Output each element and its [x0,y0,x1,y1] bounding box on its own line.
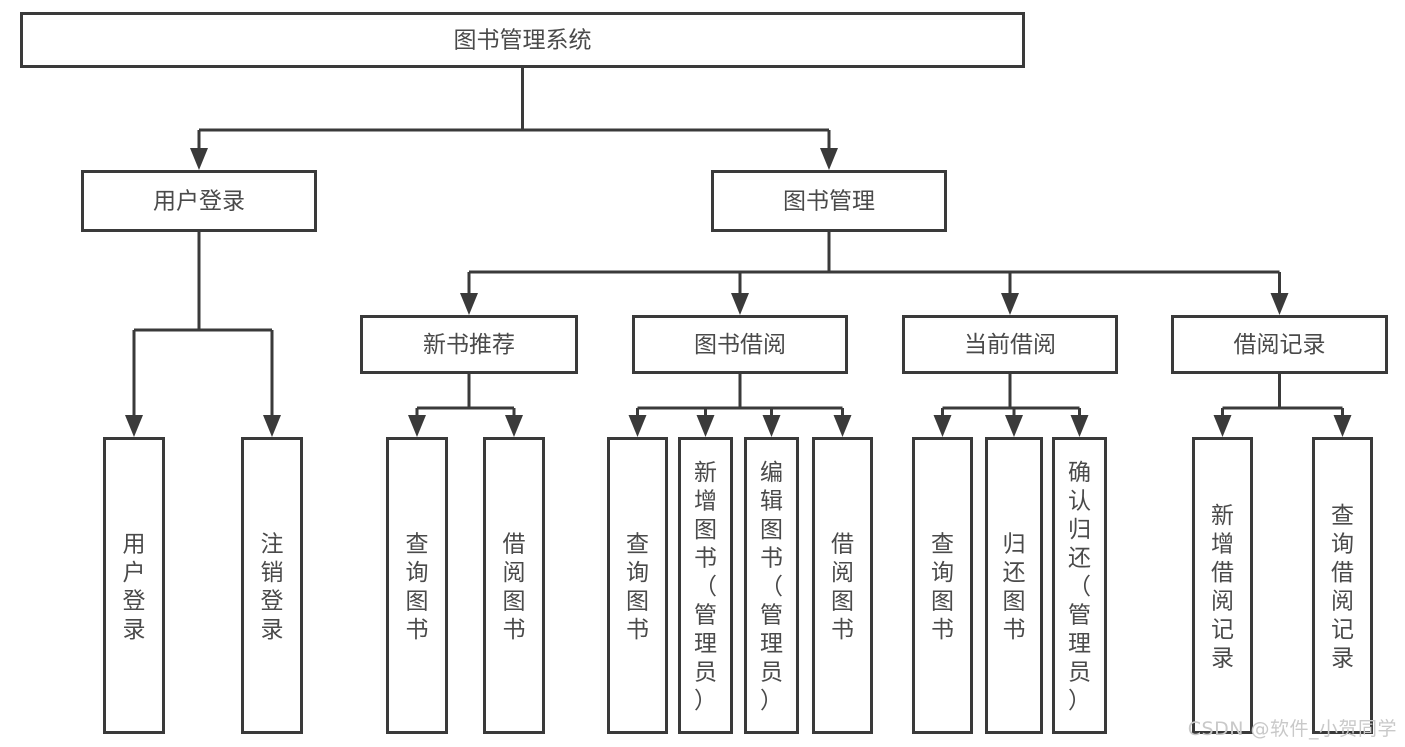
node-label: 借阅图书 [831,531,854,643]
node-box [386,437,448,734]
node-leaf-add-record[interactable]: 新增借阅记录 [1192,437,1253,734]
arrow-head-down [460,293,478,315]
arrow-head-down [505,415,523,437]
node-box [1052,437,1107,734]
arrow-head-down [263,415,281,437]
arrow-head-down [731,293,749,315]
node-box [607,437,668,734]
nodes-layer: 图书管理系统用户登录图书管理新书推荐图书借阅当前借阅借阅记录用户登录注销登录查询… [20,12,1388,734]
node-label: 借阅记录 [1234,332,1326,358]
node-label: 查询图书 [406,531,429,643]
node-label: 图书管理 [783,189,875,215]
node-book-borrow[interactable]: 图书借阅 [632,315,848,374]
node-leaf-query-book-3[interactable]: 查询图书 [912,437,973,734]
arrow-head-down [1070,415,1089,437]
node-box [744,437,799,734]
node-new-book-recommend[interactable]: 新书推荐 [360,315,578,374]
node-label: 图书管理系统 [454,28,592,54]
node-box [678,437,733,734]
node-leaf-query-book-2[interactable]: 查询图书 [607,437,668,734]
arrow-head-down [1005,415,1023,437]
arrow-head-down [1270,293,1289,315]
node-box [483,437,545,734]
arrow-head-down [820,148,838,170]
node-leaf-return-book[interactable]: 归还图书 [985,437,1043,734]
node-box [985,437,1043,734]
node-label: 查询借阅记录 [1331,503,1354,672]
node-box [360,315,578,374]
node-leaf-borrow-book-2[interactable]: 借阅图书 [812,437,873,734]
node-box [812,437,873,734]
node-label: 用户登录 [123,531,146,643]
node-book-manage[interactable]: 图书管理 [711,170,947,232]
node-label: 新增图书（管理员） [694,460,717,714]
node-leaf-query-book-1[interactable]: 查询图书 [386,437,448,734]
node-leaf-user-logout[interactable]: 注销登录 [241,437,303,734]
node-leaf-query-record[interactable]: 查询借阅记录 [1312,437,1373,734]
arrow-head-down [933,415,952,437]
arrow-head-down [1333,415,1352,437]
arrow-head-down [1001,293,1019,315]
node-label: 用户登录 [153,189,245,215]
node-borrow-record[interactable]: 借阅记录 [1171,315,1388,374]
arrow-head-down [1213,415,1232,437]
arrow-head-down [696,415,715,437]
node-label: 新增借阅记录 [1211,503,1234,672]
arrow-head-down [125,415,143,437]
node-leaf-edit-book[interactable]: 编辑图书（管理员） [744,437,799,734]
arrow-head-down [190,148,208,170]
node-box [81,170,317,232]
node-label: 新书推荐 [423,332,515,358]
node-box [912,437,973,734]
node-root[interactable]: 图书管理系统 [20,12,1025,68]
node-label: 查询图书 [626,531,649,643]
node-box [1312,437,1373,734]
node-label: 图书借阅 [694,332,786,358]
node-user-login[interactable]: 用户登录 [81,170,317,232]
node-box [1171,315,1388,374]
node-box [241,437,303,734]
node-leaf-borrow-book-1[interactable]: 借阅图书 [483,437,545,734]
node-box [20,12,1025,68]
node-box [902,315,1118,374]
node-box [711,170,947,232]
node-label: 编辑图书（管理员） [760,460,783,714]
node-label: 确认归还（管理员） [1068,460,1091,714]
edges-layer [125,68,1352,437]
node-leaf-confirm-return[interactable]: 确认归还（管理员） [1052,437,1107,734]
node-box [103,437,165,734]
node-label: 当前借阅 [964,332,1056,358]
node-label: 查询图书 [931,531,954,643]
node-box [632,315,848,374]
node-label: 注销登录 [261,531,284,643]
node-label: 归还图书 [1003,531,1026,643]
node-leaf-add-book[interactable]: 新增图书（管理员） [678,437,733,734]
arrow-head-down [833,415,852,437]
node-current-borrow[interactable]: 当前借阅 [902,315,1118,374]
arrow-head-down [762,415,781,437]
arrow-head-down [628,415,647,437]
node-leaf-user-login[interactable]: 用户登录 [103,437,165,734]
node-box [1192,437,1253,734]
arrow-head-down [408,415,426,437]
node-label: 借阅图书 [503,531,526,643]
